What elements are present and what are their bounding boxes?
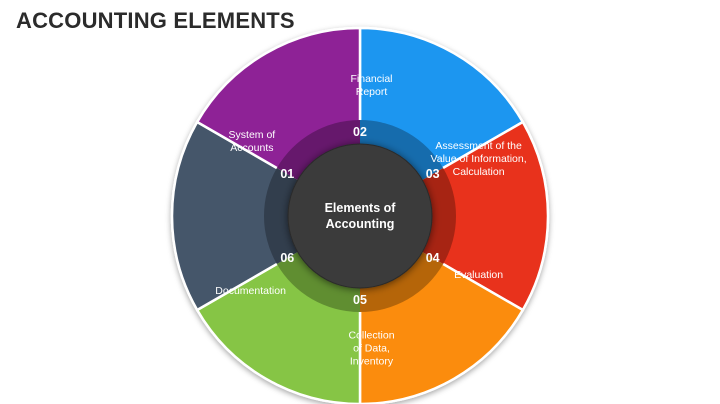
page-title: ACCOUNTING ELEMENTS xyxy=(16,8,295,33)
segment-02-label-line: Report xyxy=(356,86,388,98)
segment-05-label-line: Collection xyxy=(348,330,394,342)
center-hub xyxy=(287,143,433,289)
segment-04-label: Evaluation xyxy=(454,269,503,281)
center-label-line: Elements of xyxy=(325,201,397,215)
segment-06-number: 06 xyxy=(280,251,294,265)
center-label: Elements of Accounting xyxy=(325,201,397,231)
segment-05-number: 05 xyxy=(353,293,367,307)
segment-04-number: 04 xyxy=(426,251,440,265)
segment-05-label-line: Inventory xyxy=(350,356,394,368)
center-label-line: Accounting xyxy=(326,217,395,231)
segment-06-label-line: Documentation xyxy=(215,285,286,297)
segment-01-number: 01 xyxy=(280,167,294,181)
segment-03-label-line: Value of Information, xyxy=(431,153,527,165)
segment-06-label: Documentation xyxy=(215,285,286,297)
segment-02-label-line: Financial xyxy=(350,73,392,85)
segment-01-label-line: System of xyxy=(229,129,276,141)
segment-03-number: 03 xyxy=(426,167,440,181)
segment-05-label-line: of Data, xyxy=(353,343,390,355)
segment-02-number: 02 xyxy=(353,125,367,139)
segment-03-label-line: Calculation xyxy=(453,166,505,178)
segment-04-label-line: Evaluation xyxy=(454,269,503,281)
segment-01-label-line: Accounts xyxy=(230,142,273,154)
segment-03-label-line: Assessment of the xyxy=(435,140,522,152)
